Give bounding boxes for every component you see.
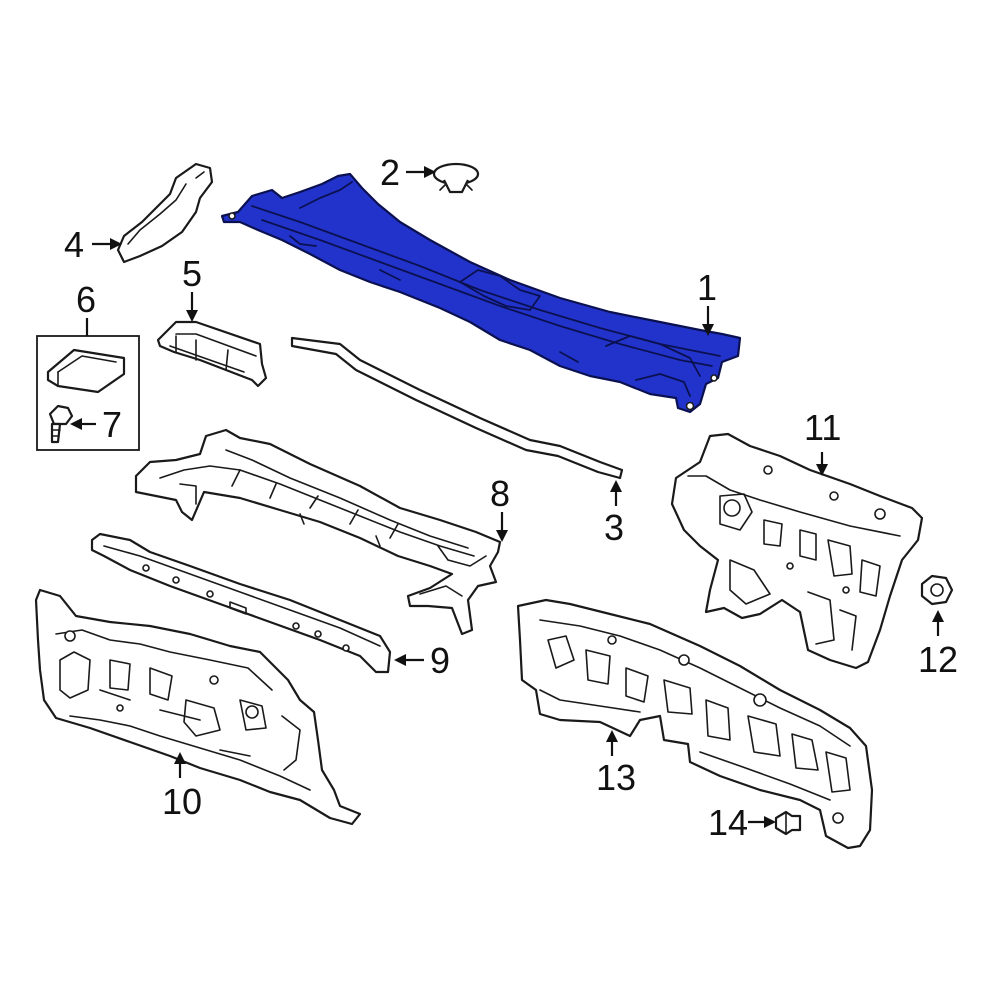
part-7-bolt[interactable] [48, 404, 74, 444]
callout-1: 1 [697, 267, 717, 308]
part-2-clip[interactable] [432, 162, 480, 194]
part-14-fastener[interactable] [774, 810, 802, 836]
callout-13: 13 [596, 757, 636, 798]
part-13-insulator[interactable] [516, 598, 874, 850]
callout-7: 7 [102, 404, 122, 445]
part-5-bracket[interactable] [156, 320, 268, 388]
callout-11: 11 [804, 407, 841, 448]
callout-10: 10 [162, 781, 202, 822]
callout-6: 6 [76, 279, 96, 320]
leader-arrows [70, 166, 944, 828]
part-8-upper-dash-panel[interactable] [134, 428, 502, 636]
part-12-nut[interactable] [920, 574, 954, 606]
part-3-seal-strip[interactable] [290, 336, 624, 480]
callout-5: 5 [182, 253, 202, 294]
callout-14: 14 [708, 802, 748, 843]
part-9-reinforcement[interactable] [90, 532, 392, 674]
callout-8: 8 [490, 473, 510, 514]
part-10-dash-panel[interactable] [34, 588, 362, 826]
callout-2: 2 [380, 152, 400, 193]
part-4-side-cover[interactable] [116, 162, 214, 264]
part-11-insulator[interactable] [670, 432, 924, 670]
callout-3: 3 [604, 507, 624, 548]
callout-12: 12 [918, 639, 958, 680]
callout-9: 9 [430, 640, 450, 681]
part-6-pad[interactable] [46, 348, 126, 394]
part-1-cowl-panel[interactable] [220, 172, 742, 414]
callout-4: 4 [64, 224, 84, 265]
